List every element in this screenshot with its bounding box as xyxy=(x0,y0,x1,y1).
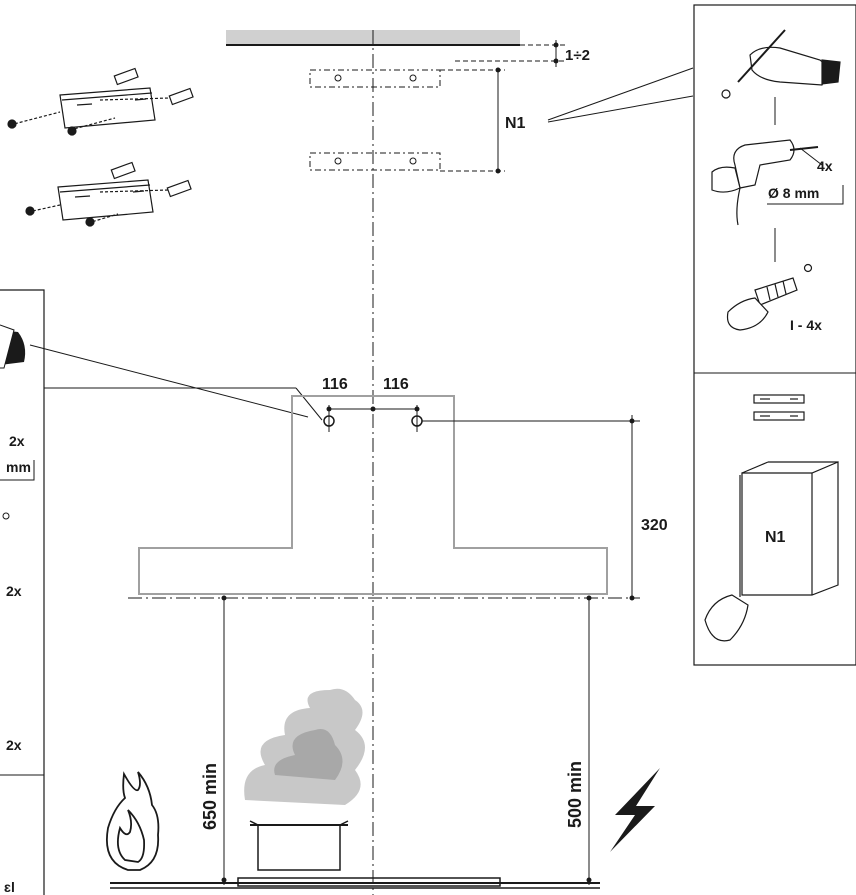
left-qty-a: 2x xyxy=(9,433,25,449)
hood-outline xyxy=(138,395,608,595)
n1-dimension: N1 xyxy=(440,67,526,174)
bracket-icon xyxy=(753,394,805,421)
offset-left-label: 116 xyxy=(322,376,348,393)
bracket-icon xyxy=(25,161,192,227)
bracket-icon xyxy=(7,67,194,136)
chimney-label: N1 xyxy=(765,529,786,546)
hand-holding-cover xyxy=(704,594,749,642)
hand-pencil-icon xyxy=(721,29,841,99)
left-detail-panel: 2x mm 2x 2x ɛl xyxy=(0,289,323,895)
right-instruction-panel: 4x Ø 8 mm I - 4x xyxy=(693,4,856,666)
wall-plug-icon xyxy=(726,263,813,331)
gas-flame-icon xyxy=(106,771,160,871)
steaming-pot-icon xyxy=(244,688,365,871)
electric-min-label: 500 min xyxy=(565,761,585,828)
hand-drill-icon xyxy=(711,139,819,226)
plug-qty-label: I - 4x xyxy=(790,317,822,333)
bracket-outline-bottom xyxy=(309,152,441,171)
drill-diameter-label: Ø 8 mm xyxy=(768,185,819,201)
gap-dimension: 1÷2 xyxy=(455,40,590,67)
bracket-outline-top xyxy=(309,69,441,88)
gas-min-label: 650 min xyxy=(200,763,220,830)
height-dimension: 320 xyxy=(422,415,668,601)
electric-bolt-icon xyxy=(610,768,660,852)
left-diameter: mm xyxy=(6,459,31,475)
cooktop xyxy=(110,877,600,889)
left-qty-c: 2x xyxy=(6,737,22,753)
left-qty-b: 2x xyxy=(6,583,22,599)
height-label: 320 xyxy=(641,517,668,534)
drill-qty-label: 4x xyxy=(817,158,833,174)
gap-label: 1÷2 xyxy=(565,47,590,64)
svg-text:ɛl: ɛl xyxy=(4,879,15,895)
chimney-cover-icon xyxy=(739,461,839,597)
offset-right-label: 116 xyxy=(383,376,409,393)
n1-label: N1 xyxy=(505,115,526,132)
